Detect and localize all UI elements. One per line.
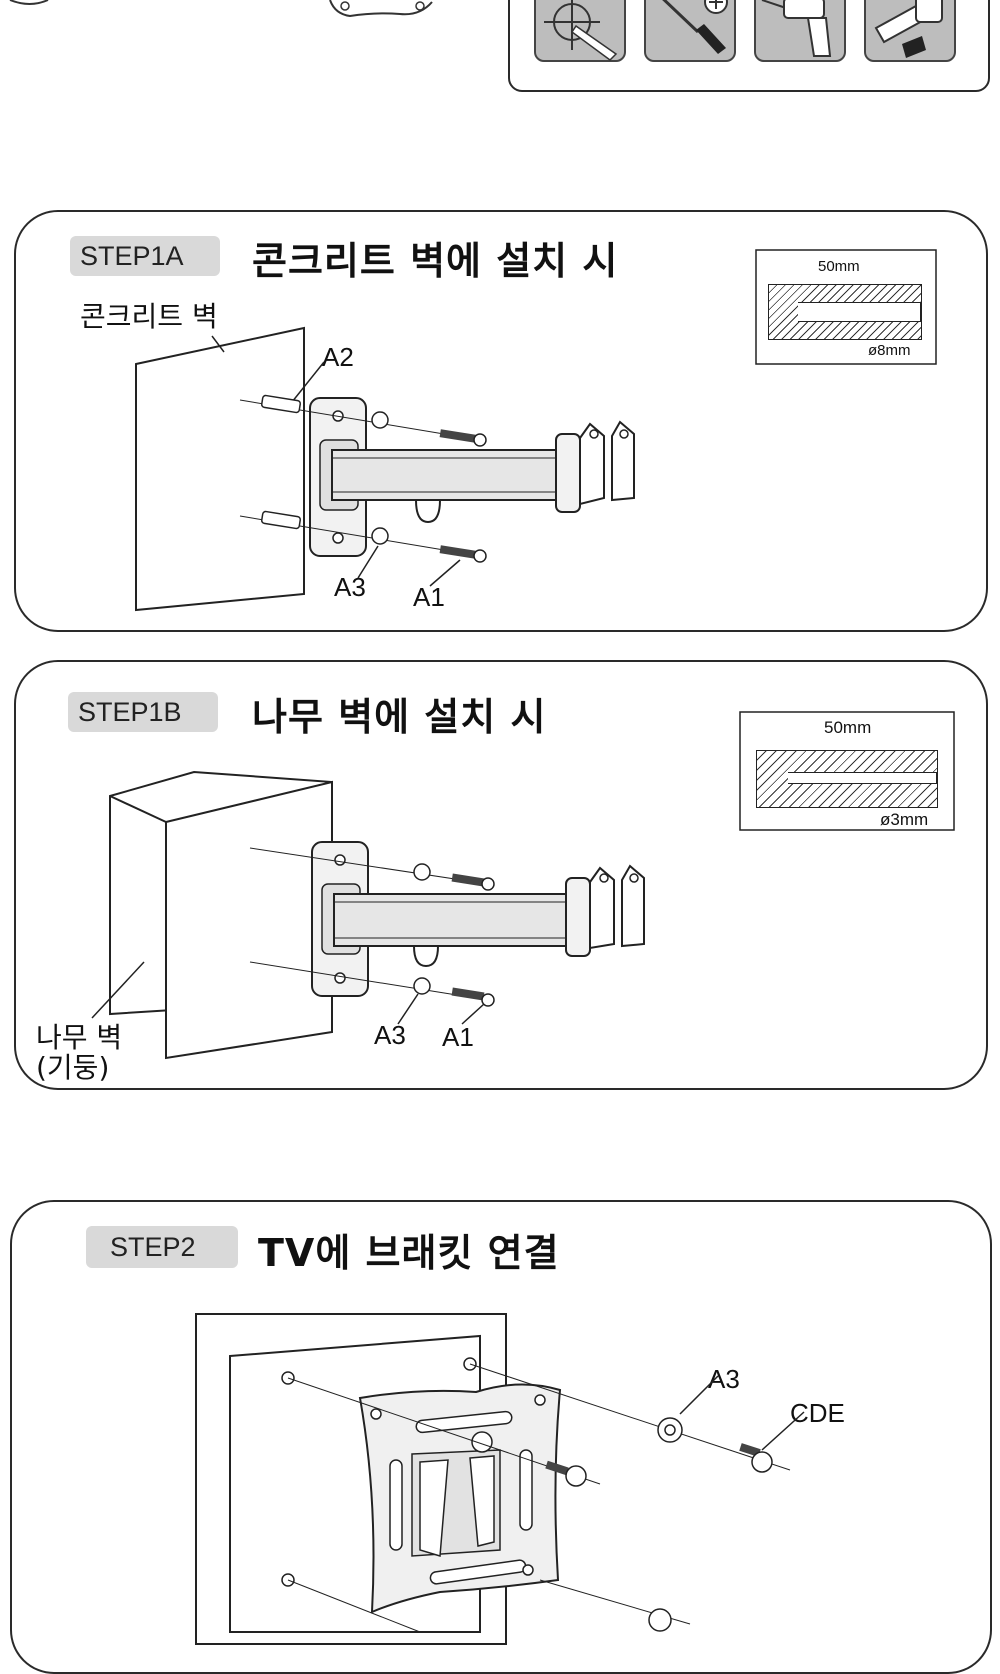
step1b-wall-label-line1: 나무 벽 (36, 1021, 123, 1054)
drill-icon (754, 0, 846, 62)
part-label-a3: A3 (374, 1020, 406, 1050)
part-label-a2: A2 (322, 342, 354, 372)
step1a-depth: 50mm (818, 258, 860, 275)
tape-measure-icon (864, 0, 956, 62)
part-label-a3: A3 (334, 572, 366, 602)
step1b-diameter: ø3mm (880, 810, 929, 829)
step2-title: TV에 브래킷 연결 (258, 1231, 560, 1275)
pencil-mark-icon (534, 0, 626, 62)
step1b-drill-hole (788, 772, 937, 784)
step1a-drill-hole (798, 302, 921, 322)
part-label-a1: A1 (442, 1022, 474, 1052)
step2-drawing (195, 1313, 805, 1645)
step2-badge: STEP2 (86, 1226, 238, 1268)
screwdriver-icon (644, 0, 736, 62)
step1a-wall-label: 콘크리트 벽 (80, 300, 218, 333)
top-fragment-drawings (9, 0, 433, 18)
step1b-wall-label-line2: (기둥) (36, 1051, 110, 1084)
step1b-badge: STEP1B (68, 692, 218, 732)
step1a-drawing (135, 249, 937, 612)
part-label-cde: CDE (790, 1398, 845, 1428)
step1b-title: 나무 벽에 설치 시 (252, 695, 547, 739)
part-label-a3: A3 (708, 1364, 740, 1394)
step1a-diameter: ø8mm (868, 342, 911, 359)
step1a-title: 콘크리트 벽에 설치 시 (252, 239, 619, 283)
tools-box (508, 0, 990, 92)
part-label-a1: A1 (413, 582, 445, 612)
step1a-badge: STEP1A (70, 236, 220, 276)
step1b-depth: 50mm (824, 718, 872, 737)
